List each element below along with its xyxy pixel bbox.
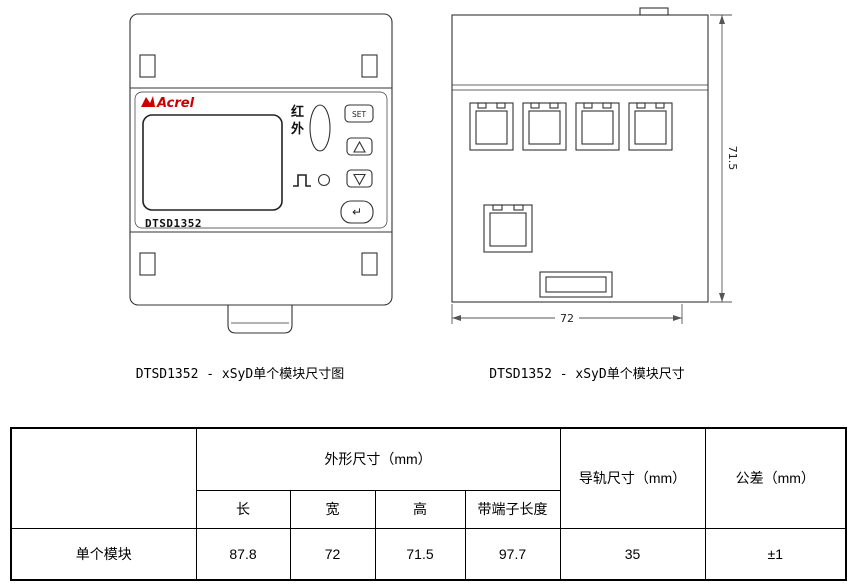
- cell-height: 71.5: [374, 527, 466, 581]
- aux-terminal-block: [483, 204, 533, 253]
- cell-rail-size: 35: [559, 527, 706, 581]
- header-terminal-length: 带端子长度: [464, 489, 561, 529]
- face-plate-inset: [134, 91, 388, 229]
- din-clip-tab: [227, 305, 293, 334]
- header-width: 宽: [289, 489, 376, 529]
- height-dimension: 71.5: [710, 14, 739, 303]
- dimension-table: 外形尺寸（mm） 导轨尺寸（mm） 公差（mm） 长 宽 高 带端子长度 单个模…: [10, 427, 848, 581]
- cell-width: 72: [289, 527, 376, 581]
- caption-side-view: DTSD1352 - xSyD单个模块尺寸: [489, 367, 685, 382]
- caption-front-view: DTSD1352 - xSyD单个模块尺寸图: [135, 367, 345, 382]
- height-dimension-label: 71.5: [726, 146, 739, 171]
- device-body-outline: [129, 13, 393, 306]
- front-view-diagram: Acrel DTSD1352 SET ↵: [129, 13, 393, 334]
- cell-tolerance: ±1: [704, 527, 847, 581]
- table-corner-cell: [10, 427, 197, 529]
- device-down-button: [346, 169, 373, 188]
- brand-logo-icon: [141, 96, 155, 107]
- width-dimension-label: 72: [560, 312, 574, 325]
- set-button-label: SET: [352, 110, 366, 119]
- device-set-button: [344, 104, 374, 123]
- rail-slider: [539, 271, 613, 298]
- device-up-button: [346, 137, 373, 156]
- top-clip-left: [139, 54, 156, 78]
- top-clip-right: [361, 54, 378, 78]
- width-dimension: 72: [451, 304, 683, 325]
- row-label: 单个模块: [10, 527, 197, 581]
- infrared-window: [309, 104, 331, 152]
- terminal-block: [628, 102, 673, 151]
- header-shape-size: 外形尺寸（mm）: [195, 427, 561, 491]
- pulse-icon: [293, 174, 311, 187]
- header-length: 长: [195, 489, 291, 529]
- header-height: 高: [374, 489, 466, 529]
- top-tab: [639, 7, 669, 16]
- brand-label: Acrel: [156, 96, 195, 111]
- device-enter-button: [340, 200, 374, 224]
- cell-terminal-length: 97.7: [464, 527, 561, 581]
- header-tolerance: 公差（mm）: [704, 427, 847, 529]
- terminal-block: [575, 102, 620, 151]
- triangle-down-icon: [353, 173, 366, 186]
- side-body-outline: [451, 14, 709, 303]
- terminal-block: [522, 102, 567, 151]
- model-label: DTSD1352: [145, 217, 202, 230]
- bottom-clip-right: [361, 252, 378, 276]
- led-indicator: [317, 173, 331, 187]
- infrared-label: 红外: [291, 104, 305, 136]
- table-row: 单个模块 87.8 72 71.5 97.7 35 ±1: [10, 527, 847, 581]
- cell-length: 87.8: [195, 527, 291, 581]
- lcd-screen: [142, 114, 283, 211]
- side-view-diagram: 71.5 72: [451, 7, 739, 325]
- header-rail-size: 导轨尺寸（mm）: [559, 427, 706, 529]
- triangle-up-icon: [353, 140, 366, 153]
- enter-icon: ↵: [352, 205, 362, 219]
- bottom-clip-left: [139, 252, 156, 276]
- terminal-block: [469, 102, 514, 151]
